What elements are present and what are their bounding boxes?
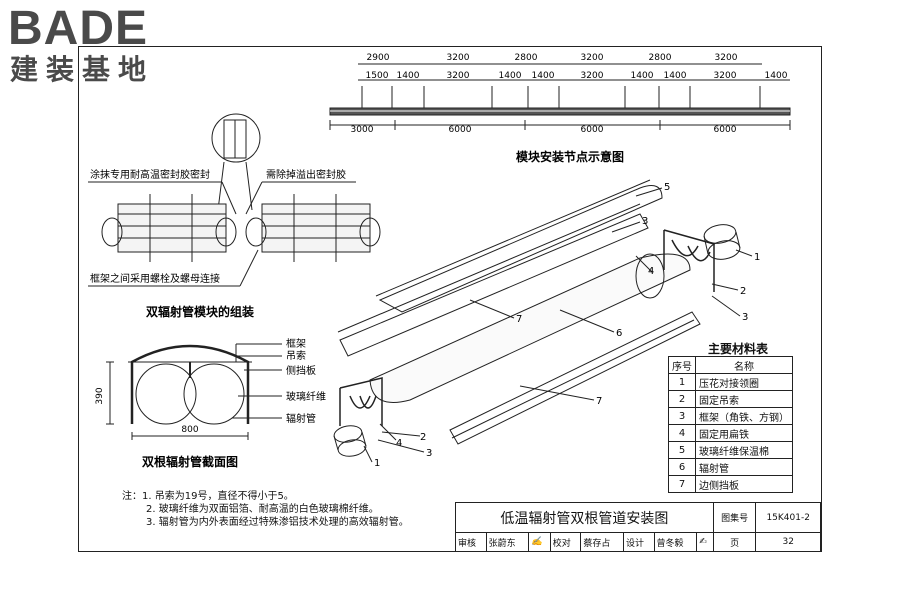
logo-main-text: BADE — [8, 2, 149, 55]
dim-top-1: 2900 — [367, 53, 390, 63]
materials-no: 4 — [668, 424, 696, 442]
materials-name: 玻璃纤维保温棉 — [695, 441, 793, 459]
review-label: 审核 — [455, 532, 487, 552]
part-number-4-top: 4 — [648, 266, 654, 277]
notes: 注：1. 吊索为19号，直径不得小于5。 2. 玻璃纤维为双面铝箔、耐高温的白色… — [122, 490, 409, 529]
note-2: 2. 玻璃纤维为双面铝箔、耐高温的白色玻璃棉纤维。 — [146, 504, 379, 515]
note-3: 3. 辐射管为内外表面经过特殊渗铝技术处理的高效辐射管。 — [146, 517, 409, 528]
dim-mid-2: 1400 — [397, 71, 420, 81]
dim-mid-1: 1500 — [366, 71, 389, 81]
materials-title: 主要材料表 — [708, 342, 769, 356]
materials-name: 辐射管 — [695, 458, 793, 476]
part-number-2-bottom: 2 — [420, 432, 426, 443]
part-number-6: 6 — [616, 328, 622, 339]
reviewer-name: 张蔚东 — [485, 532, 530, 552]
part-number-5: 5 — [664, 182, 670, 193]
materials-name: 压花对接领圈 — [695, 373, 793, 391]
materials-name: 固定吊索 — [695, 390, 793, 408]
part-number-3-bottom: 3 — [426, 448, 432, 459]
part-number-3-top: 3 — [642, 216, 648, 227]
part-number-7-bottom: 7 — [596, 396, 602, 407]
reviewer-signature: ✍ — [528, 532, 551, 552]
materials-no: 1 — [668, 373, 696, 391]
page-number: 32 — [755, 532, 821, 552]
materials-no: 3 — [668, 407, 696, 425]
materials-name: 框架（角铁、方钢） — [695, 407, 793, 425]
part-number-2-top: 2 — [740, 286, 746, 297]
part-number-3-right: 3 — [742, 312, 748, 323]
part-number-1-bottom: 1 — [374, 458, 380, 469]
dim-mid-7: 1400 — [631, 71, 654, 81]
callout-remove-sealant: 需除掉溢出密封胶 — [266, 168, 346, 181]
dim-mid-4: 1400 — [499, 71, 522, 81]
part-number-1-top: 1 — [754, 252, 760, 263]
materials-name: 固定用扁铁 — [695, 424, 793, 442]
section-dim-height: 390 — [95, 387, 105, 404]
design-label: 设计 — [622, 532, 655, 552]
materials-no: 7 — [668, 475, 696, 493]
dim-mid-5: 1400 — [532, 71, 555, 81]
page-label: 页 — [712, 532, 757, 552]
section-dim-width: 800 — [181, 425, 198, 435]
callout-sealant: 涂抹专用耐高温密封胶密封 — [90, 168, 210, 181]
title-block: 低温辐射管双根管道安装图 图集号 15K401-2 审核 张蔚东 ✍ 校对 蔡存… — [455, 502, 821, 552]
dim-bottom-2: 6000 — [449, 125, 472, 135]
caption-module-nodes: 模块安装节点示意图 — [516, 149, 624, 164]
materials-no: 5 — [668, 441, 696, 459]
dim-bottom-1: 3000 — [351, 125, 374, 135]
designer-signature: ✍ — [696, 532, 714, 552]
callout-bolt: 框架之间采用螺栓及螺母连接 — [90, 272, 220, 285]
designer-name: 曾冬毅 — [653, 532, 698, 552]
materials-name: 边侧挡板 — [695, 475, 793, 493]
dim-mid-9: 3200 — [714, 71, 737, 81]
atlas-label: 图集号 — [712, 502, 757, 533]
materials-header-no: 序号 — [668, 356, 696, 374]
dim-mid-10: 1400 — [765, 71, 788, 81]
section-label-side-plate: 侧挡板 — [286, 364, 316, 377]
dim-bottom-4: 6000 — [714, 125, 737, 135]
dim-top-6: 3200 — [715, 53, 738, 63]
drawing-frame — [78, 46, 822, 552]
check-label: 校对 — [549, 532, 582, 552]
atlas-number: 15K401-2 — [755, 502, 821, 533]
caption-module-assembly: 双辐射管模块的组装 — [146, 304, 254, 319]
dim-bottom-3: 6000 — [581, 125, 604, 135]
materials-header-name: 名称 — [695, 356, 793, 374]
dim-mid-6: 3200 — [581, 71, 604, 81]
materials-header-row: 序号 名称 — [668, 356, 793, 374]
caption-section: 双根辐射管截面图 — [142, 454, 238, 469]
dim-top-5: 2800 — [649, 53, 672, 63]
dim-mid-8: 1400 — [664, 71, 687, 81]
section-label-fiberglass: 玻璃纤维 — [286, 390, 326, 403]
dim-top-3: 2800 — [515, 53, 538, 63]
section-label-frame: 框架 — [286, 337, 306, 350]
section-label-tube: 辐射管 — [286, 412, 316, 425]
note-1: 注：1. 吊索为19号，直径不得小于5。 — [122, 491, 294, 502]
materials-no: 2 — [668, 390, 696, 408]
section-label-hanger: 吊索 — [286, 349, 306, 362]
part-number-7-top: 7 — [516, 314, 522, 325]
dim-mid-3: 3200 — [447, 71, 470, 81]
dim-top-4: 3200 — [581, 53, 604, 63]
part-number-4-bottom: 4 — [396, 438, 402, 449]
checker-name: 蔡存占 — [580, 532, 624, 552]
dim-top-2: 3200 — [447, 53, 470, 63]
drawing-title: 低温辐射管双根管道安装图 — [455, 502, 714, 533]
materials-no: 6 — [668, 458, 696, 476]
